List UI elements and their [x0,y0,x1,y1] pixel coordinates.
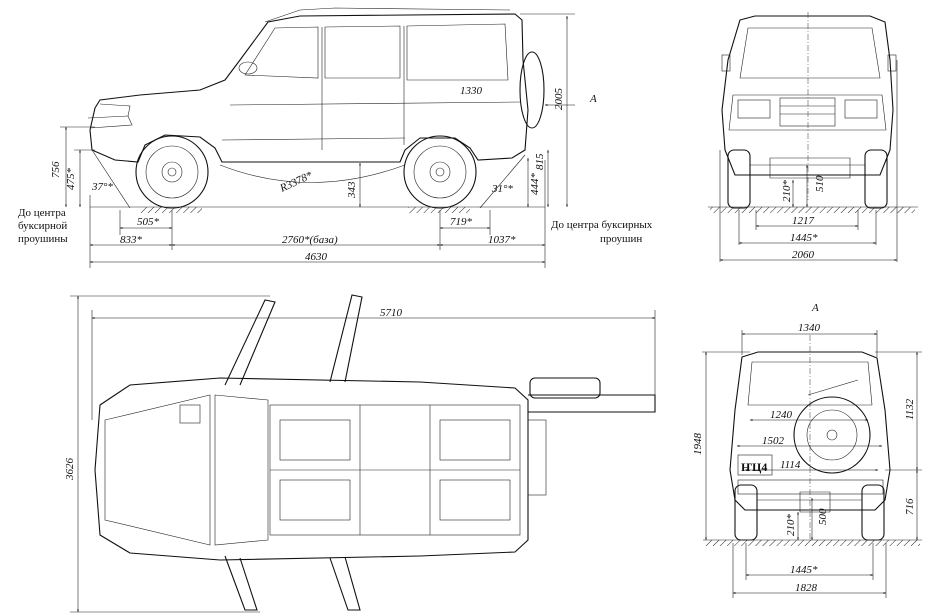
dim-1217: 1217 [792,215,815,227]
side-window-front [244,26,319,79]
front-door-open-bottom [224,555,258,611]
rear-view: ҤЦ4 1340 A 1240 1502 1114 1948 1132 716 … [692,302,922,598]
dim-2060: 2060 [792,249,815,261]
mirror-right [887,54,897,72]
side-body-outline [89,13,529,163]
tailgate-open [528,394,656,413]
dim-343: 343 [346,181,358,199]
note-left-2: буксирной [18,220,67,232]
side-window-rear [406,23,509,81]
dim-1445-front: 1445* [790,232,818,244]
dim-475: 475* [65,168,77,191]
windshield-top [214,394,269,546]
rear-door-open-top [329,294,363,383]
dim-1502: 1502 [762,435,785,447]
rear-wheel-right [861,484,885,541]
top-view: 5710 3626 [64,294,656,613]
hood [104,394,211,546]
spare-wheel-rear [793,396,871,474]
dim-505: 505* [137,216,160,228]
dim-510: 510 [814,175,826,192]
rear-window [747,361,873,406]
spare-wheel-top [529,377,601,399]
dim-1240: 1240 [770,409,793,421]
dim-3626: 3626 [64,458,76,482]
dim-1037: 1037* [488,234,516,246]
front-door-open-top [224,299,276,386]
mirror [238,61,258,75]
plate-text: ҤЦ4 [741,460,767,474]
rear-wheel [403,135,477,209]
dim-833: 833* [120,234,143,246]
dim-210-rear: 210* [785,514,797,537]
dim-756: 756 [50,161,62,178]
note-left-1: До центра [18,207,66,219]
front-body-outline [721,15,894,176]
dim-210-front: 210* [781,180,793,203]
front-view: 510 210* 1217 1445* 2060 [708,12,918,262]
dim-444: 444* [529,173,541,196]
dim-4630: 4630 [305,251,328,263]
dim-815: 815 [534,153,546,170]
rear-door-open-bottom [329,556,361,611]
front-wheel [135,135,209,209]
mirror-left [721,54,731,72]
front-wheel-right [864,149,888,209]
dim-1948: 1948 [692,433,704,456]
dim-1132: 1132 [904,398,916,420]
rear-body-outline [729,351,891,511]
angle-front: 37°* [91,181,113,193]
dim-1330: 1330 [460,85,483,97]
dim-1828: 1828 [795,582,818,594]
note-right-2: проушин [600,233,642,245]
top-body-outline [94,377,529,561]
grille [779,97,836,127]
roof-rack [264,7,511,23]
rear-view-title: A [811,302,819,314]
dim-716: 716 [904,498,916,515]
note-right-1: До центра буксирных [551,219,653,231]
angle-rear: 31°* [491,183,513,195]
spare-wheel-side [519,51,545,129]
side-window-mid [324,25,401,79]
side-view: 2005 815 444* 756 475* 343 37°* 31°* R33… [18,7,653,268]
license-plate [737,454,773,476]
dim-2005: 2005 [553,88,565,111]
dim-1114: 1114 [780,459,801,471]
dim-500: 500 [817,508,829,525]
dim-719: 719* [450,216,473,228]
view-arrow-a: A [589,93,597,105]
radius-3378: R3378* [277,169,314,195]
dim-1445-rear: 1445* [790,564,818,576]
dim-5710: 5710 [380,307,403,319]
dim-wheelbase: 2760*(база) [282,234,338,246]
front-wheel-left [727,149,751,209]
windshield [739,27,881,79]
dim-1340: 1340 [798,322,821,334]
note-left-3: проушины [18,233,68,245]
